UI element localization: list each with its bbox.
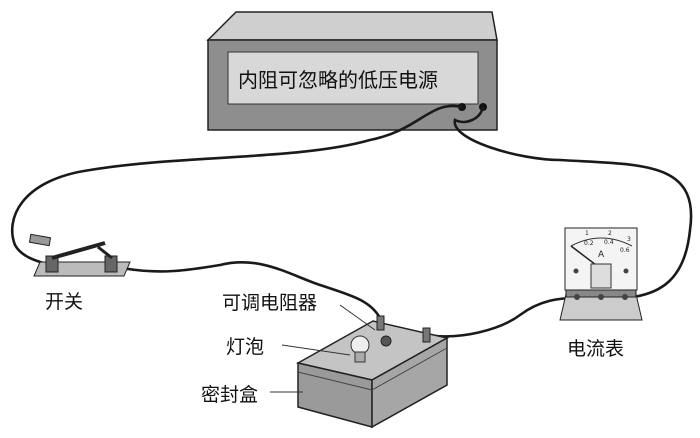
scale-bottom-3: 0.6 xyxy=(620,247,630,254)
scale-bottom-2: 0.4 xyxy=(604,239,614,246)
ammeter-label: 电流表 xyxy=(567,338,625,360)
power-supply-label: 内阻可忽略的低压电源 xyxy=(238,68,438,92)
knife-switch xyxy=(28,233,131,277)
scale-bottom-1: 0.2 xyxy=(584,240,594,247)
sealed-box xyxy=(295,315,450,429)
terminal-icon xyxy=(422,327,431,343)
rheostat-knob-icon xyxy=(380,335,392,347)
rheostat-label: 可调电阻器 xyxy=(222,292,318,314)
scale-top-1: 1 xyxy=(585,230,589,237)
switch-label: 开关 xyxy=(45,291,84,313)
terminal-icon xyxy=(376,315,385,331)
unit-label: A xyxy=(598,250,605,260)
power-supply xyxy=(206,11,498,131)
scale-top-3: 3 xyxy=(627,236,631,243)
scale-top-2: 2 xyxy=(608,230,612,237)
wires xyxy=(10,104,693,338)
bulb-icon xyxy=(350,335,370,363)
box-label: 密封盒 xyxy=(201,384,259,406)
leader-lines xyxy=(270,304,376,393)
ammeter: 1 2 3 0.2 0.4 0.6 A xyxy=(559,227,643,321)
bulb-label: 灯泡 xyxy=(226,336,265,358)
